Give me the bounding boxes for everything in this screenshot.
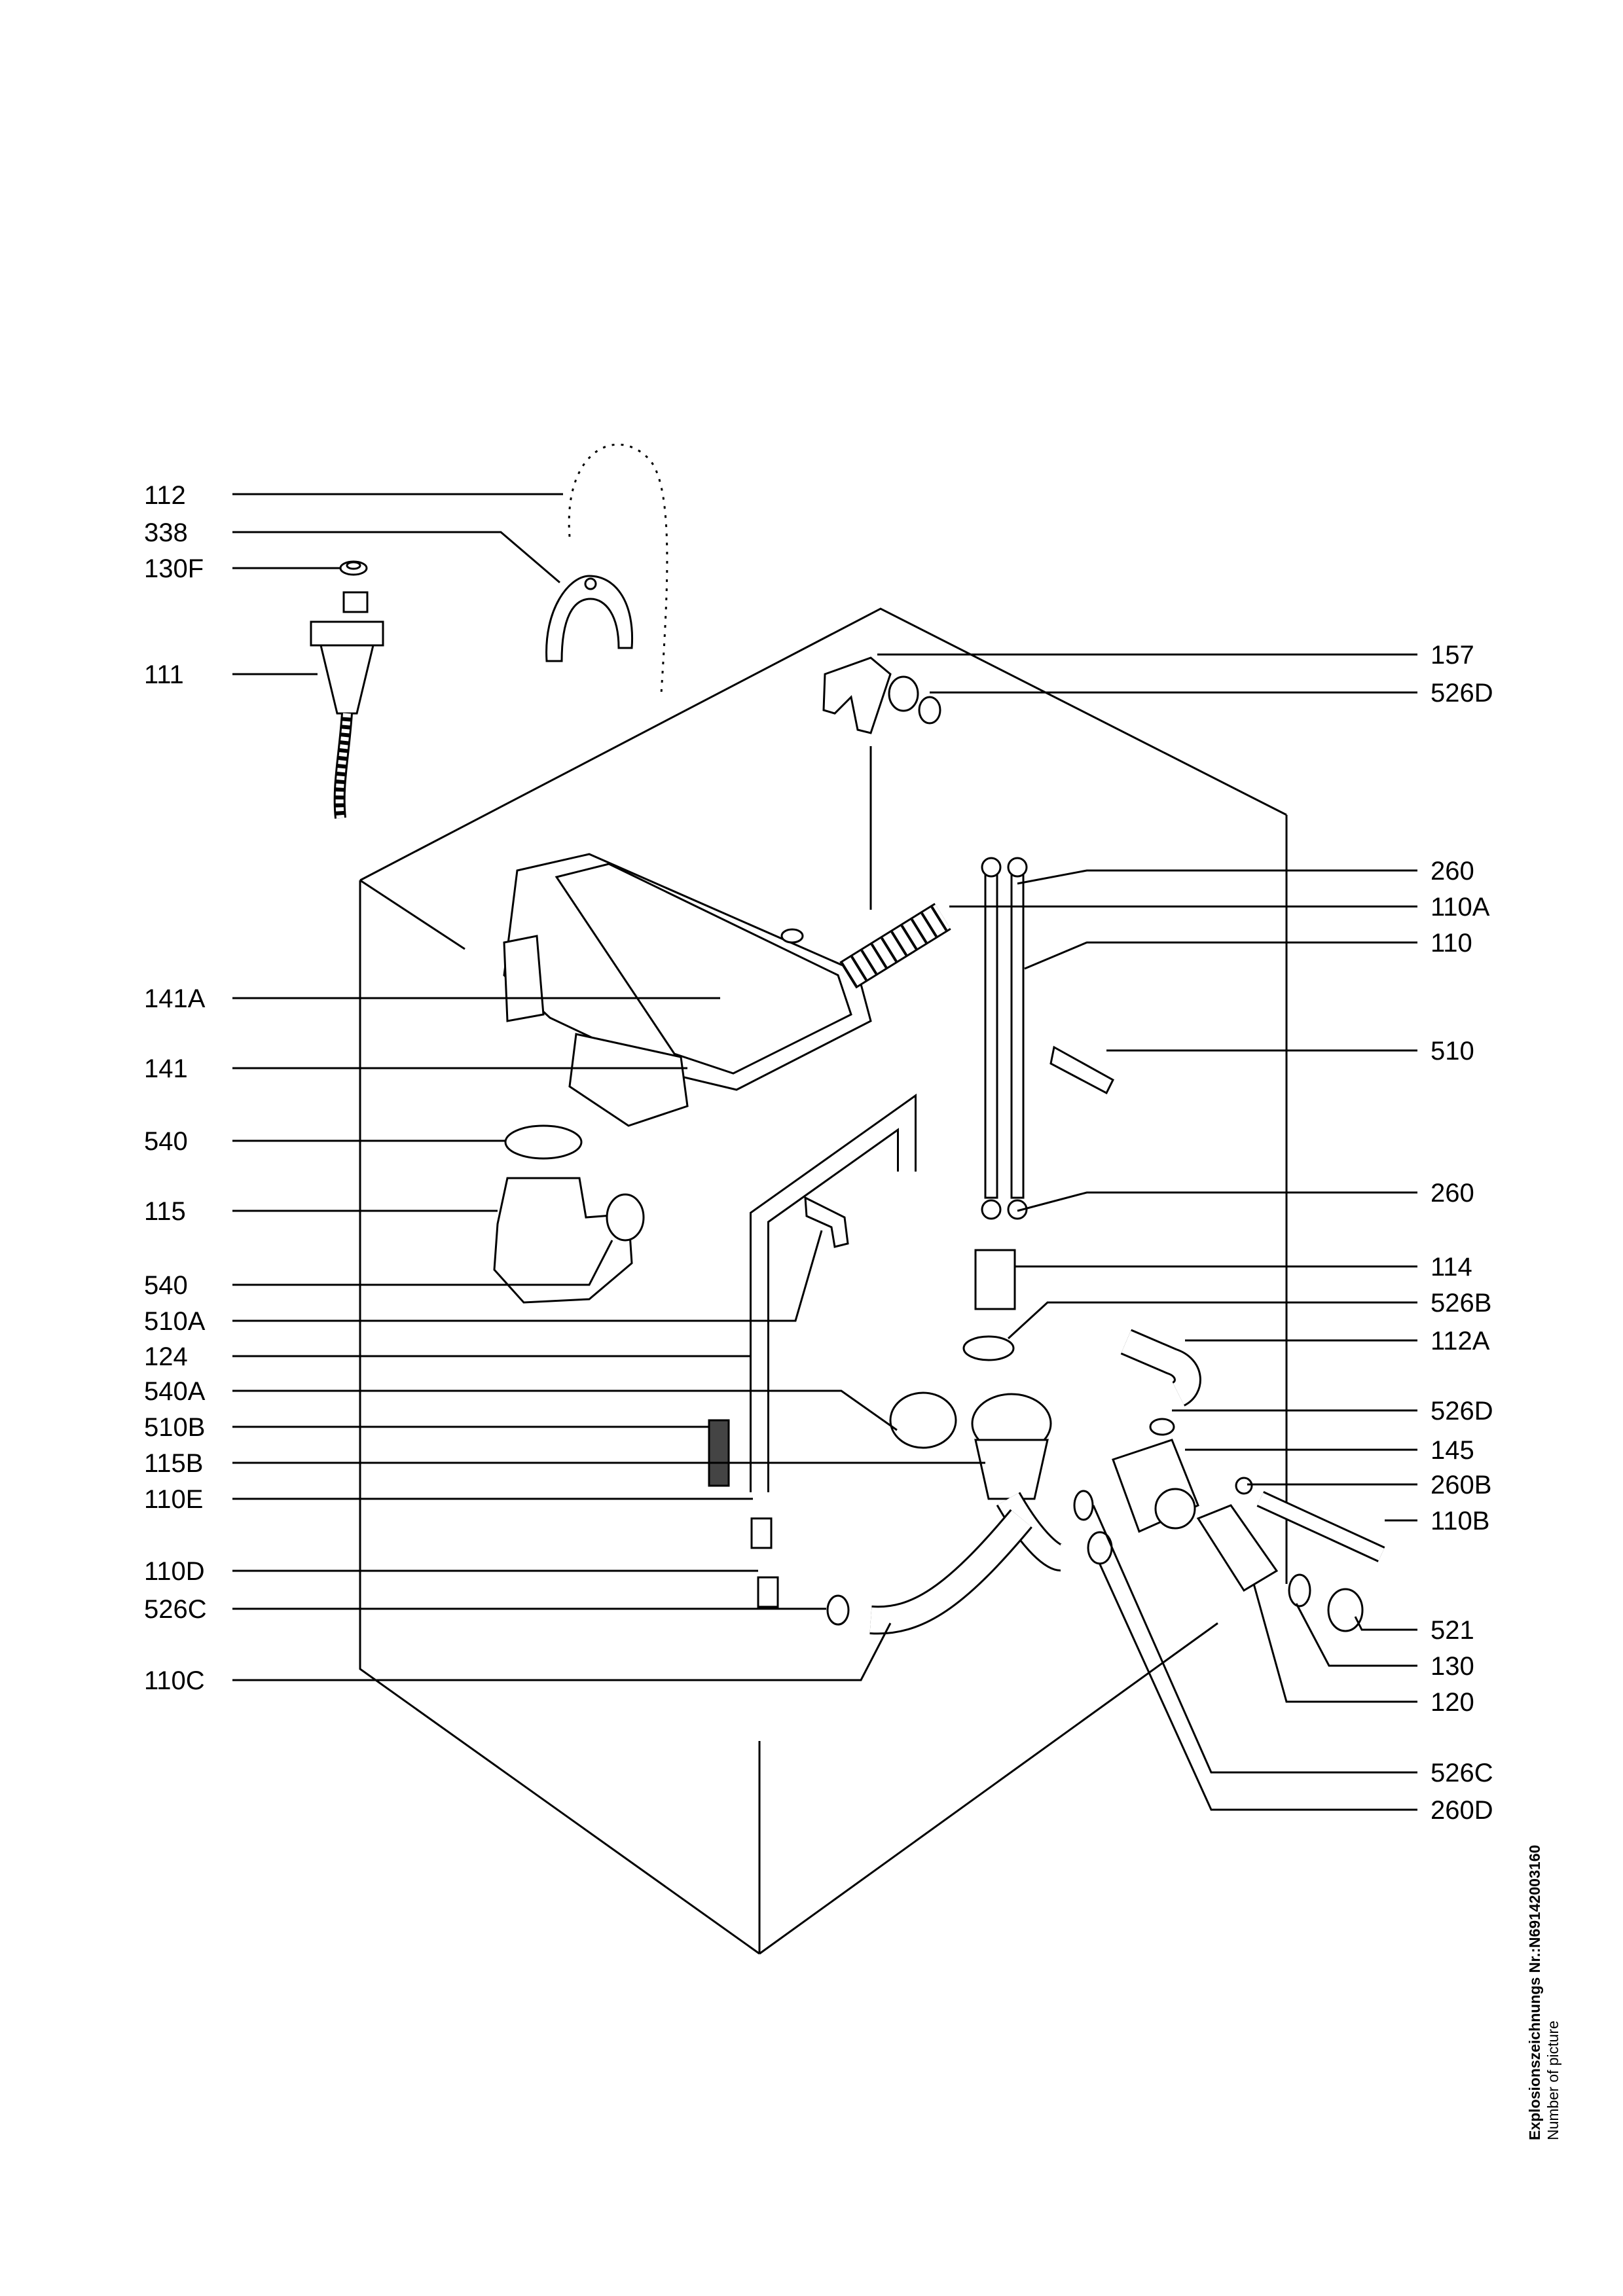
part-label: 521 [1431, 1616, 1474, 1645]
part-label: 338 [144, 518, 188, 547]
part-label: 112 [144, 481, 186, 510]
part-label: 124 [144, 1342, 188, 1371]
pressure-switch-part [962, 1249, 1016, 1361]
part-label: 526C [1431, 1759, 1493, 1787]
part-label: 260 [1431, 857, 1474, 886]
part-label: 260B [1431, 1471, 1491, 1499]
elbow-hose-part [822, 656, 951, 989]
hose-elbow-part [1120, 1329, 1201, 1436]
inlet-valve-part [310, 591, 384, 819]
part-label: 145 [1431, 1436, 1474, 1465]
part-label: 114 [1431, 1253, 1472, 1282]
part-label: 141A [144, 984, 206, 1013]
detergent-drawer-part [503, 853, 872, 1127]
part-labels-right: 157 526D 260 110A 110 510 260 114 526B 1… [1431, 641, 1493, 1825]
part-label: 110E [144, 1485, 203, 1514]
part-label: 526D [1431, 1397, 1493, 1426]
drain-pump-part [1073, 1439, 1385, 1632]
part-label: 540 [144, 1271, 188, 1300]
nut-part [339, 560, 368, 576]
inlet-hose-part [565, 440, 671, 694]
part-label: 540 [144, 1127, 188, 1156]
drain-pipe-part [826, 1509, 1032, 1635]
caption-subtitle: Number of picture [1544, 2020, 1561, 2140]
part-label: 510B [144, 1413, 205, 1442]
hose-bracket-part [545, 575, 634, 662]
pump-assembly-part [889, 1391, 1064, 1571]
part-label: 157 [1431, 641, 1474, 670]
part-label: 510A [144, 1307, 206, 1336]
sump-hose-part [493, 1124, 645, 1304]
part-label: 141 [144, 1054, 188, 1083]
drain-hose-part [750, 1093, 917, 1492]
part-label: 110A [1431, 893, 1490, 922]
part-label: 510 [1431, 1037, 1474, 1066]
part-label: 540A [144, 1377, 206, 1406]
part-label: 115B [144, 1449, 203, 1478]
part-label: 112A [1431, 1327, 1490, 1355]
part-label: 130F [144, 554, 204, 583]
hose-fittings-part [708, 1419, 779, 1608]
leader-lines-right [869, 653, 1417, 1811]
part-label: 526C [144, 1595, 207, 1624]
part-label: 260D [1431, 1796, 1493, 1825]
part-label: 260 [1431, 1179, 1474, 1208]
part-label: 110 [1431, 929, 1472, 958]
part-labels-left: 112 338 130F 111 141A 141 540 115 540 51… [144, 481, 207, 1695]
part-label: 111 [144, 660, 184, 689]
part-label: 110B [1431, 1507, 1489, 1535]
leader-lines-left [232, 493, 985, 1681]
cabinet-outline [359, 607, 1288, 1955]
pressure-hoses-part [981, 857, 1028, 1220]
part-label: 110C [144, 1666, 205, 1695]
part-label: 526D [1431, 679, 1493, 708]
caption-title: Explosionszeichnungs Nr.:N69142003160 [1526, 1844, 1543, 2140]
part-label: 110D [144, 1557, 205, 1586]
part-label: 130 [1431, 1652, 1474, 1681]
part-label: 115 [144, 1197, 186, 1226]
picture-number-caption: Explosionszeichnungs Nr.:N69142003160 Nu… [1525, 1787, 1597, 2140]
part-label: 120 [1431, 1688, 1474, 1717]
part-label: 526B [1431, 1289, 1491, 1318]
bracket-part [1049, 1045, 1114, 1095]
